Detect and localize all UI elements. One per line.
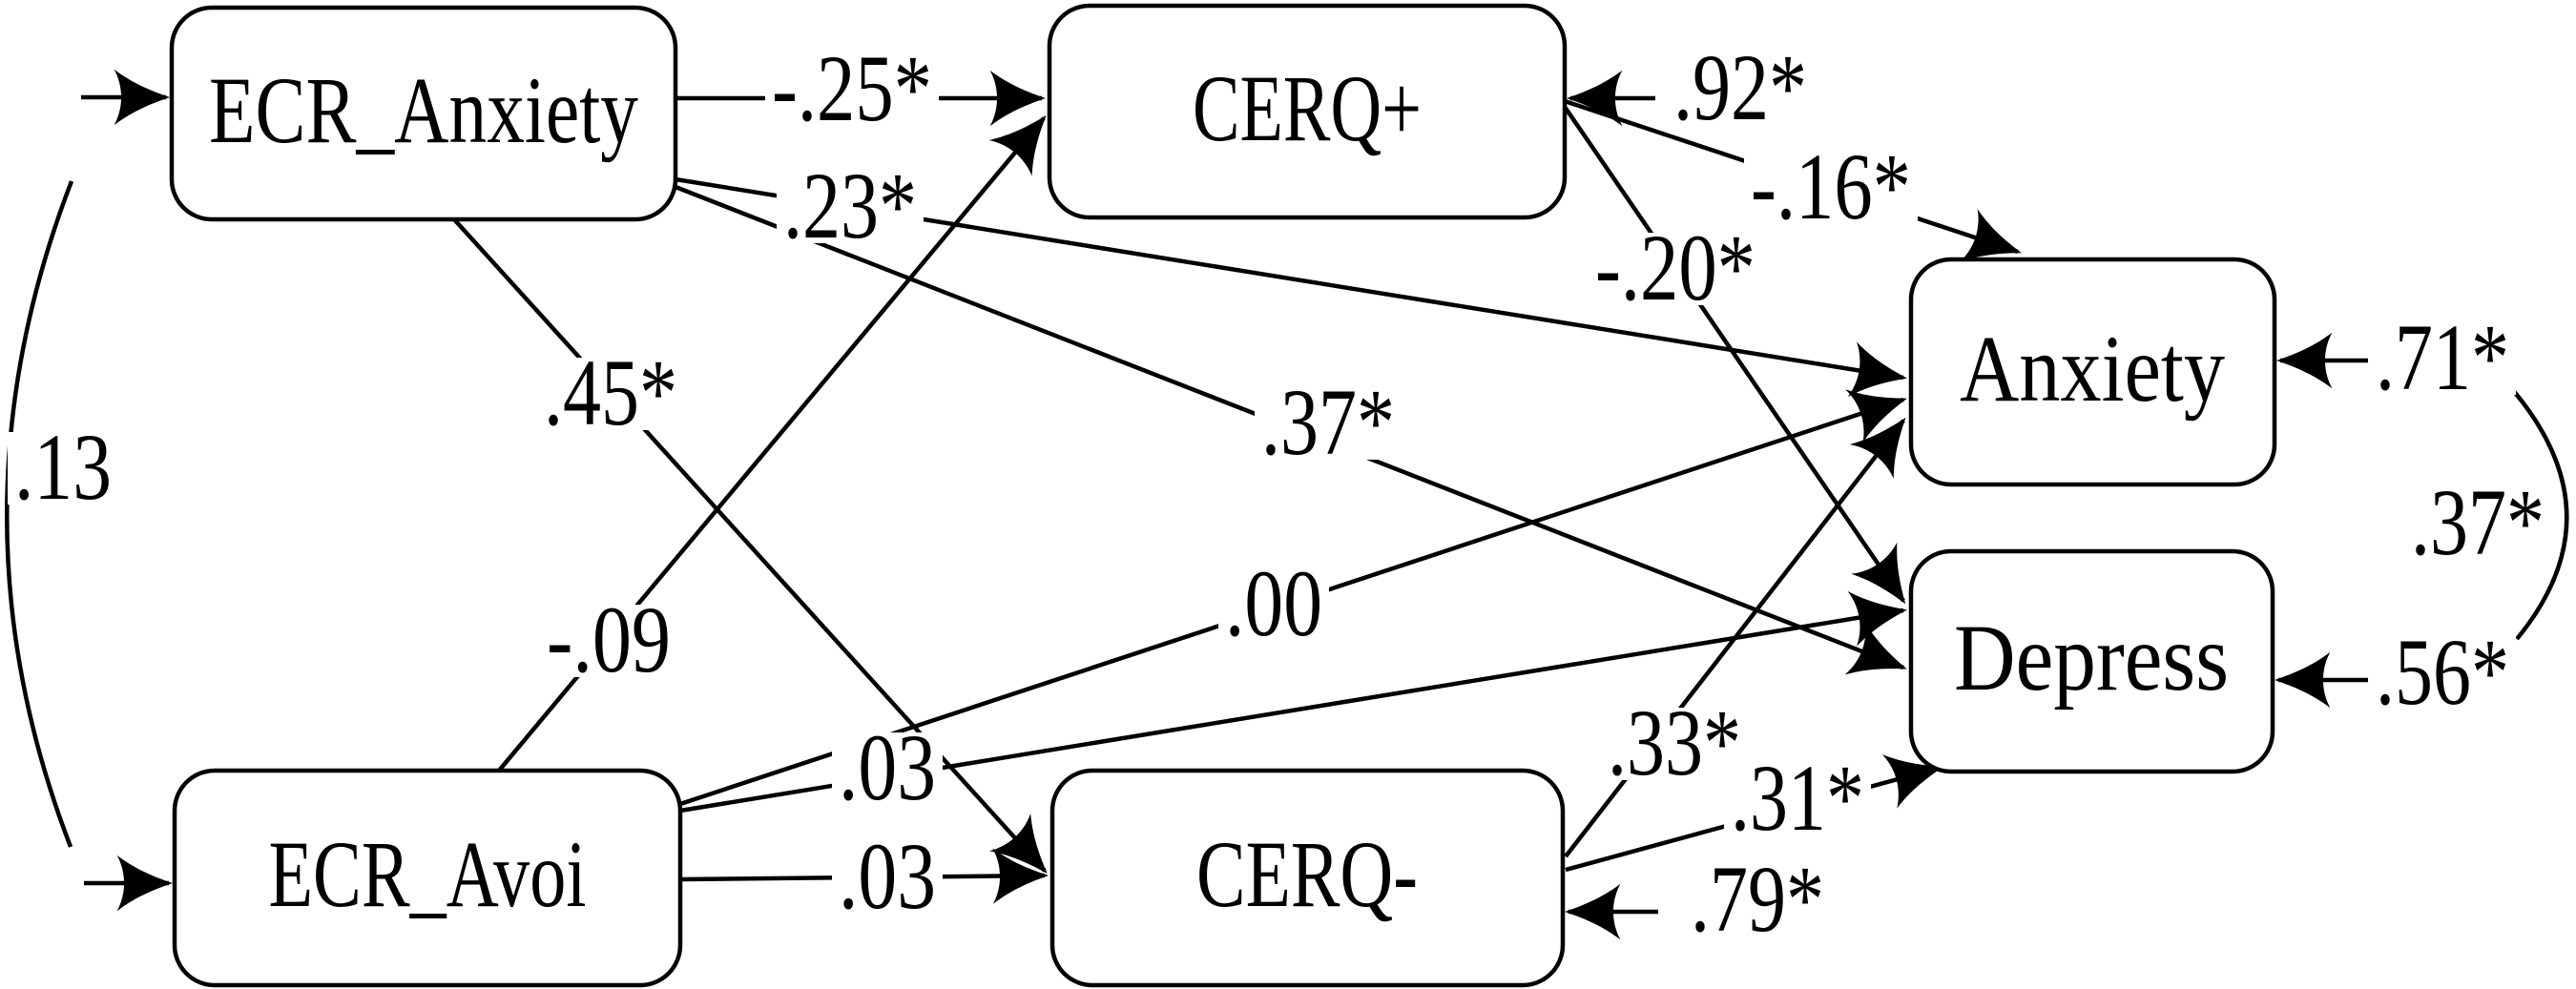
label-background <box>537 358 684 430</box>
node-cerq-minus-box <box>1049 768 1566 988</box>
label-background <box>1724 763 1871 835</box>
coef-cerq-plus-to-anxiety: -.16* <box>1744 134 1918 239</box>
node-anxiety: Anxiety <box>1908 257 2277 487</box>
node-cerq-minus: CERQ- <box>1049 768 1566 988</box>
residual-label-depress-text: .56* <box>2376 619 2509 725</box>
label-background <box>1255 387 1402 460</box>
node-ecr-avoi: ECR_Avoi <box>172 768 683 988</box>
coef-label-ecr-avoi-to-cerq-minus: .03 <box>839 823 936 929</box>
residual-label-cerq-plus-text: .92* <box>1673 34 1807 140</box>
node-depress-box <box>1908 548 2275 774</box>
path-cerq-minus-to-anxiety <box>1564 417 1906 858</box>
path-cerq-plus-to-depress <box>1563 105 1906 605</box>
coef-cerq-minus-to-anxiety: .33* <box>1601 690 1748 795</box>
residual-label-cerq-minus: .79* <box>1684 846 1831 952</box>
coef-ecr-anxiety-to-depress: .37* <box>1255 369 1402 475</box>
node-depress: Depress <box>1908 548 2275 774</box>
node-ecr-avoi-box <box>172 768 683 988</box>
label-background <box>2369 322 2516 395</box>
label-background <box>777 171 924 243</box>
coef-label-ecr-anxiety-to-anxiety: .23* <box>783 153 917 258</box>
coef-ecr-avoi-to-cerq-minus: .03 <box>832 823 943 929</box>
coef-ecr-anxiety-to-anxiety: .23* <box>777 153 924 258</box>
nodes: ECR_Anxiety ECR_Avoi CERQ+ CERQ- Anxiety… <box>169 3 2277 988</box>
residual-arrows <box>81 69 2368 940</box>
node-ecr-anxiety: ECR_Anxiety <box>169 5 678 222</box>
coef-label-ecr-anxiety-to-cerq-plus: -.25* <box>772 35 932 141</box>
coef-label-ecr-anxiety-to-cerq-minus: .45* <box>544 340 677 445</box>
node-ecr-avoi-label: ECR_Avoi <box>269 821 587 927</box>
node-cerq-plus-box <box>1047 3 1568 220</box>
coef-label-ecr-avoi-to-anxiety: .00 <box>1225 550 1322 656</box>
coefficient-labels: -.25* .45* .23* .37* -.09 .03 .00 <box>8 34 2551 952</box>
node-anxiety-box <box>1908 257 2277 487</box>
coef-cerq-plus-to-depress: -.20* <box>1589 215 1762 320</box>
label-background <box>1601 708 1748 780</box>
residual-label-cerq-minus-text: .79* <box>1691 846 1824 952</box>
label-background <box>832 841 943 914</box>
covariance-arc-anxiety-with-depress <box>2510 387 2569 641</box>
covariance-label-outcomes-text: .37* <box>2411 469 2545 575</box>
covariance-arcs <box>5 180 2569 848</box>
covariance-arc-ecr-anxiety-with-ecr-avoi <box>5 180 74 848</box>
label-background <box>1684 864 1831 937</box>
coef-ecr-anxiety-to-cerq-plus: -.25* <box>765 35 939 141</box>
node-ecr-anxiety-box <box>169 5 678 222</box>
coef-label-cerq-minus-to-anxiety: .33* <box>1608 690 1741 795</box>
covariance-label-outcomes: .37* <box>2404 469 2551 575</box>
coef-label-ecr-anxiety-to-depress: .37* <box>1261 369 1395 475</box>
label-background <box>832 732 943 805</box>
label-background <box>2369 637 2516 710</box>
label-background <box>2404 487 2551 560</box>
coef-label-ecr-avoi-to-depress: .03 <box>839 714 936 820</box>
label-background <box>1218 568 1329 641</box>
coef-ecr-avoi-to-anxiety: .00 <box>1218 550 1329 656</box>
residual-label-depress: .56* <box>2369 619 2516 725</box>
label-background <box>1589 233 1762 305</box>
node-anxiety-label: Anxiety <box>1960 316 2225 422</box>
coef-label-cerq-minus-to-depress: .31* <box>1731 745 1864 851</box>
label-background <box>1744 152 1918 224</box>
residual-label-anxiety-text: .71* <box>2376 304 2509 410</box>
coef-ecr-avoi-to-depress: .03 <box>832 714 943 820</box>
covariance-label-ecr-text: .13 <box>14 414 112 520</box>
coef-ecr-anxiety-to-cerq-minus: .45* <box>537 340 684 445</box>
label-background <box>1667 52 1814 125</box>
node-cerq-plus-label: CERQ+ <box>1193 55 1422 161</box>
node-depress-label: Depress <box>1954 605 2229 711</box>
coef-label-cerq-plus-to-anxiety: -.16* <box>1751 134 1911 239</box>
node-cerq-minus-label: CERQ- <box>1196 821 1418 927</box>
coef-label-cerq-plus-to-depress: -.20* <box>1595 215 1755 320</box>
covariance-label-ecr: .13 <box>8 414 118 520</box>
node-cerq-plus: CERQ+ <box>1047 3 1568 220</box>
coef-cerq-minus-to-depress: .31* <box>1724 745 1871 851</box>
coef-label-ecr-avoi-to-cerq-plus: -.09 <box>547 587 671 692</box>
label-background <box>765 53 939 126</box>
residual-label-cerq-plus: .92* <box>1667 34 1814 140</box>
path-ecr-anxiety-to-cerq-minus <box>452 217 1048 875</box>
residual-label-anxiety: .71* <box>2369 304 2516 410</box>
label-background <box>8 432 118 505</box>
node-ecr-anxiety-label: ECR_Anxiety <box>209 57 638 163</box>
coef-ecr-avoi-to-cerq-plus: -.09 <box>540 587 677 692</box>
label-background <box>540 605 677 677</box>
